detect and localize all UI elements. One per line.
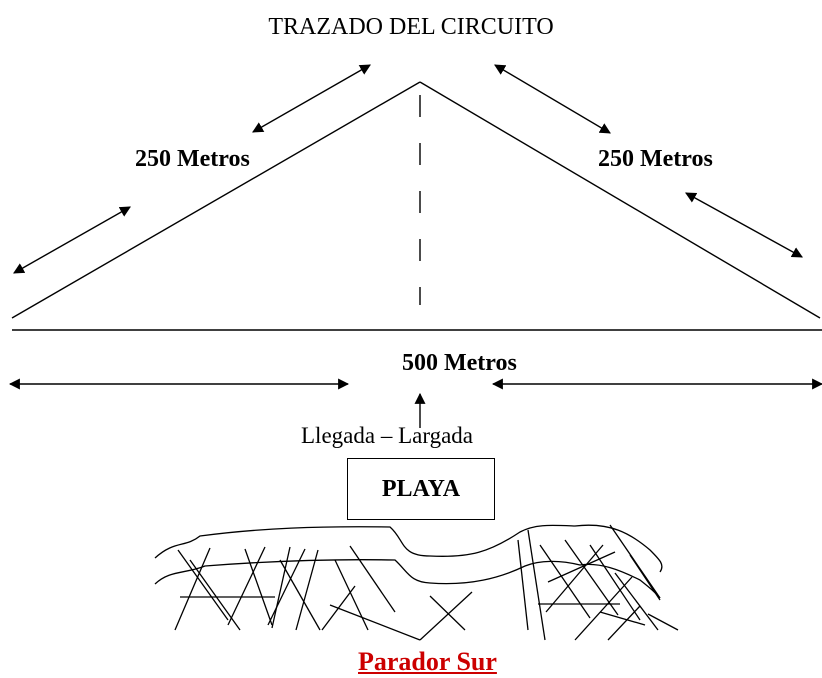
top-left-arrow	[252, 64, 371, 133]
place-label: Parador Sur	[358, 647, 497, 676]
left-side-line	[11, 81, 421, 319]
beach-box: PLAYA	[347, 458, 495, 520]
right-side-length-label: 250 Metros	[598, 146, 713, 172]
coastline-sketch	[154, 524, 679, 641]
bottom-right-arrow	[685, 192, 803, 258]
left-side-length-label: 250 Metros	[135, 146, 250, 172]
start-finish-label: Llegada – Largada	[301, 423, 473, 448]
beach-label: PLAYA	[381, 475, 461, 502]
diagram-title: TRAZADO DEL CIRCUITO	[268, 14, 554, 40]
top-right-arrow	[494, 64, 611, 134]
base-length-label: 500 Metros	[402, 350, 517, 376]
right-side-line	[419, 81, 821, 319]
bottom-left-arrow	[13, 206, 131, 274]
